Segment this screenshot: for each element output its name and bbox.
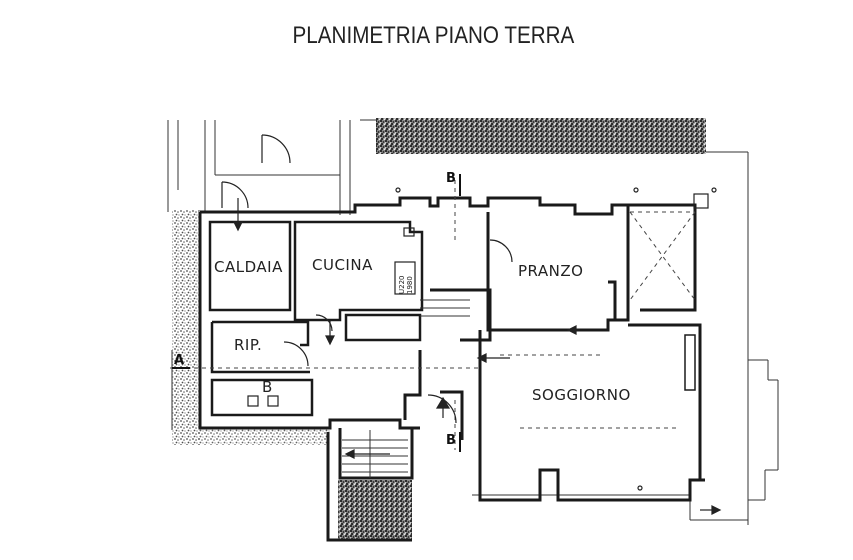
dashed-lines — [170, 180, 696, 450]
room-label-caldaia: CALDAIA — [214, 258, 283, 276]
appliance-note-line1: U220 — [398, 276, 406, 294]
stair-lines — [342, 299, 470, 478]
exterior-lines — [167, 119, 779, 525]
section-mark-b-bottom: B — [446, 433, 456, 448]
fixtures — [247, 187, 717, 491]
room-label-soggiorno: SOGGIORNO — [532, 386, 631, 404]
garden-strip-top — [376, 118, 706, 154]
page-title: PLANIMETRIA PIANO TERRA — [292, 22, 575, 49]
garden-strip-left — [172, 210, 200, 445]
walls — [198, 196, 705, 542]
section-mark-a: A — [174, 353, 184, 368]
garden-strip-bottom — [196, 428, 330, 445]
room-label-rip: RIP. — [234, 336, 262, 354]
flow-arrows — [233, 198, 722, 515]
section-mark-b-top: B — [446, 171, 456, 186]
room-label-bagno: B — [262, 378, 273, 396]
room-label-pranzo: PRANZO — [518, 262, 583, 280]
door-swings — [221, 134, 513, 424]
garden-strip-bottom-left — [338, 480, 412, 540]
room-label-cucina: CUCINA — [312, 256, 373, 274]
section-lines — [172, 174, 461, 452]
appliance-note-line2: 1980 — [406, 276, 414, 294]
